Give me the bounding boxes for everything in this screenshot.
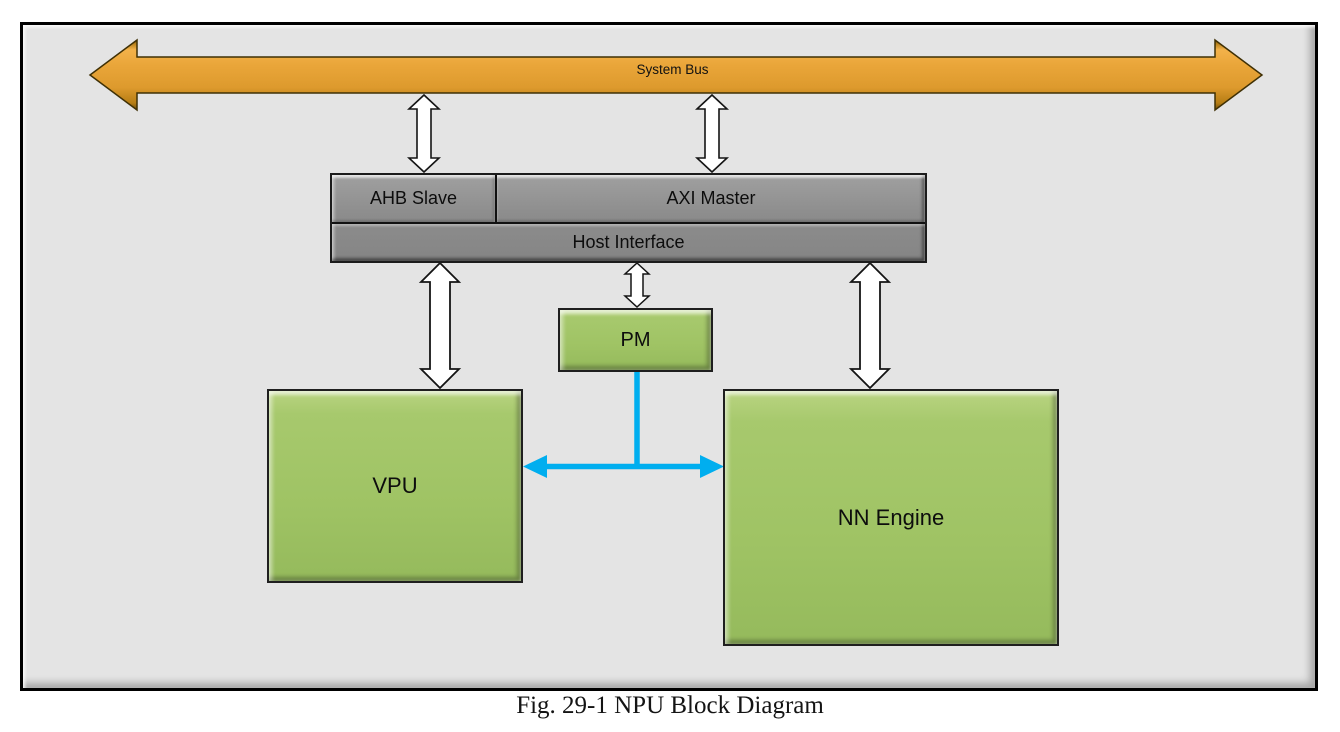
figure-caption: Fig. 29-1 NPU Block Diagram (516, 692, 824, 719)
host-interface-ports: AHB Slave AXI Master (332, 175, 925, 224)
pm-label: PM (620, 328, 651, 351)
axi-master-label: AXI Master (666, 188, 756, 208)
axi-master-block: AXI Master (497, 175, 925, 222)
nn-engine-label: NN Engine (837, 504, 945, 530)
ahb-slave-label: AHB Slave (369, 188, 458, 208)
pm-block: PM (558, 308, 713, 372)
system-bus-label: System Bus (636, 62, 709, 77)
nn-engine-block: NN Engine (723, 389, 1059, 646)
vpu-label: VPU (372, 473, 418, 498)
host-interface-label: Host Interface (572, 232, 685, 252)
ahb-slave-block: AHB Slave (332, 175, 497, 222)
vpu-block: VPU (267, 389, 523, 583)
host-interface-bar: Host Interface (332, 224, 925, 261)
host-interface-block: AHB Slave AXI Master Host Interface (330, 173, 927, 263)
